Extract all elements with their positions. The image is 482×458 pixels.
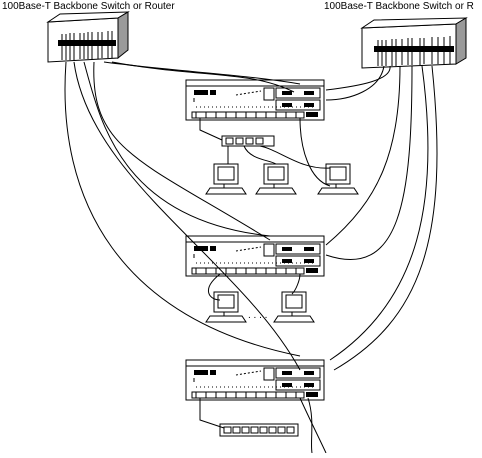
workstation-2-icon xyxy=(255,163,297,195)
mini-hub-top-icon xyxy=(221,135,275,147)
workstation-4-icon xyxy=(205,291,247,323)
backbone-left-label: 100Base-T Backbone Switch or Router xyxy=(2,1,175,12)
mini-hub-bottom-icon xyxy=(219,423,299,437)
backbone-switch-left-icon xyxy=(46,11,130,63)
backbone-right-label: 100Base-T Backbone Switch or R xyxy=(324,1,474,12)
cables xyxy=(64,61,438,454)
stackable-hub-bottom-icon xyxy=(185,359,325,401)
workstation-5-icon xyxy=(273,291,315,323)
stackable-hub-top-icon xyxy=(185,79,325,121)
ellipsis-label: . . . . xyxy=(248,310,267,321)
backbone-switch-right-icon xyxy=(360,17,468,69)
workstation-1-icon xyxy=(205,163,247,195)
